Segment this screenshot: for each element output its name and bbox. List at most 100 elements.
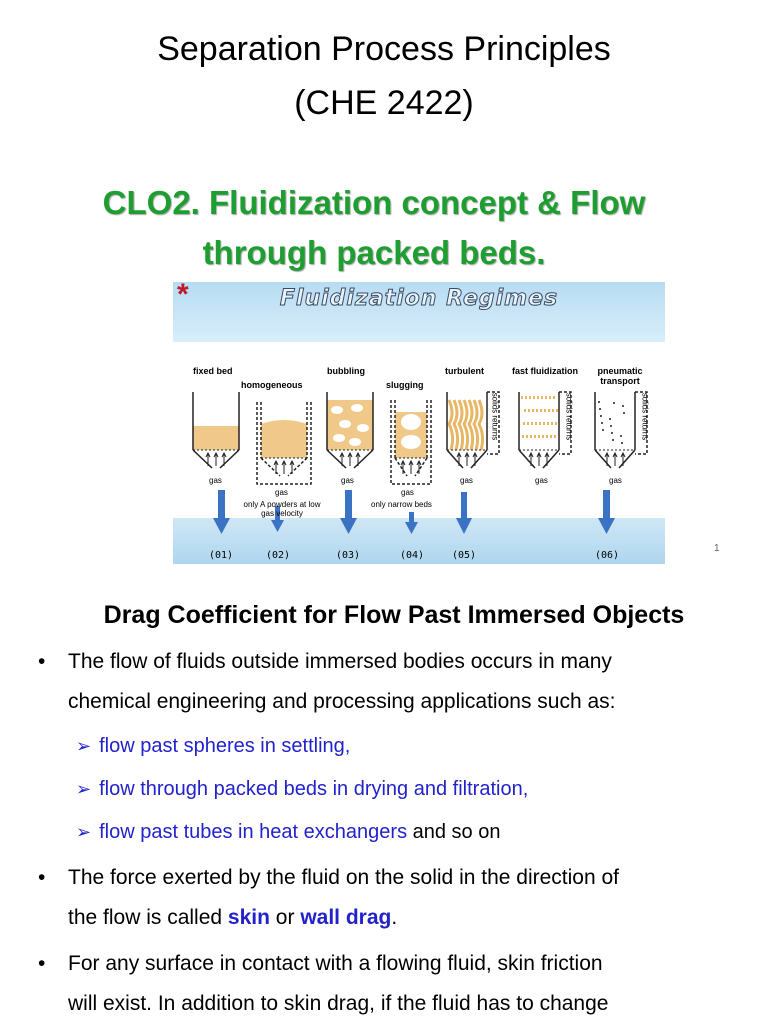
vessel-cone: [446, 449, 488, 469]
particle: [544, 409, 546, 412]
vessel-cone: [326, 449, 374, 469]
turbulent-streak: [447, 399, 455, 451]
particle: [536, 409, 538, 412]
particle: [524, 409, 526, 412]
particle: [550, 435, 552, 438]
gas-arrow-head: [347, 451, 353, 458]
bubble: [331, 406, 343, 414]
particle: [521, 396, 523, 399]
particle: [547, 422, 549, 425]
bullet-text-line: The force exerted by the fluid on the so…: [68, 866, 619, 889]
gas-arrow-head: [604, 451, 610, 458]
particle: [535, 422, 537, 425]
sub-bullet-item: ➢flow past spheres in settling,: [76, 731, 350, 761]
gas-label: gas: [535, 476, 548, 485]
gas-arrow-head: [408, 459, 414, 466]
gas-arrow-head: [339, 451, 345, 458]
flow-arrow: [275, 506, 280, 522]
particle: [531, 422, 533, 425]
note-homogeneous: only A powders at low gas velocity: [243, 500, 321, 518]
slide-number: 1: [714, 543, 720, 554]
gas-label: gas: [209, 476, 222, 485]
vessel-cone: [518, 449, 560, 469]
gas-arrow-head: [620, 451, 626, 458]
regime-number: (01): [208, 550, 234, 561]
particle: [543, 422, 545, 425]
gas-arrow-head: [221, 451, 227, 458]
particle: [600, 415, 602, 417]
particle: [598, 401, 600, 403]
particle: [613, 402, 615, 404]
regime-number: (03): [335, 550, 361, 561]
particle: [532, 409, 534, 412]
gas-arrow-head: [273, 459, 279, 466]
vessel-frame: [390, 400, 432, 485]
particle: [620, 435, 622, 437]
particle: [551, 422, 553, 425]
arrow-bullet-icon: ➢: [76, 822, 92, 842]
particle: [554, 435, 556, 438]
gas-label: gas: [401, 488, 414, 497]
gas-label: gas: [341, 476, 354, 485]
particle: [610, 425, 612, 427]
bullet-text-line: For any surface in contact with a flowin…: [68, 952, 603, 975]
flow-arrow-head: [271, 520, 284, 532]
gas-arrow-head: [281, 459, 287, 466]
course-code: (CHE 2422): [294, 84, 474, 122]
page-title: Separation Process Principles: [157, 30, 611, 68]
particle: [537, 396, 539, 399]
clo-heading-line2: through packed beds.: [202, 234, 546, 271]
arrow-bullet-icon: ➢: [76, 779, 92, 799]
flow-arrow-head: [405, 522, 418, 534]
particle: [540, 409, 542, 412]
slug: [401, 435, 421, 449]
flow-arrow: [218, 490, 225, 520]
gas-arrow-head: [472, 451, 478, 458]
particle: [556, 409, 558, 412]
turbulent-streak: [462, 399, 470, 451]
flow-arrow: [409, 512, 414, 524]
gas-arrow-head: [205, 451, 211, 458]
bullet-text-line: chemical engineering and processing appl…: [68, 690, 616, 713]
bullet-text-line: The flow of fluids outside immersed bodi…: [68, 650, 612, 673]
particle: [601, 422, 603, 424]
particle: [553, 396, 555, 399]
sub-bullet-suffix: and so on: [412, 821, 501, 843]
particle: [611, 432, 613, 434]
regime-label-turbulent: turbulent: [445, 366, 484, 376]
gas-arrow-head: [536, 451, 542, 458]
gas-label: gas: [609, 476, 622, 485]
section-heading: Drag Coefficient for Flow Past Immersed …: [103, 601, 685, 629]
vessel-cone: [594, 449, 636, 469]
vessel-cone: [394, 457, 428, 477]
vessel-cone: [260, 457, 308, 477]
asterisk-mark: *: [177, 282, 189, 311]
gas-arrow-head: [464, 451, 470, 458]
particle: [527, 422, 529, 425]
term-wall-drag: wall drag: [300, 906, 392, 929]
regime-label-fixed-bed: fixed bed: [193, 366, 233, 376]
arrow-bullet-icon: ➢: [76, 736, 92, 756]
particle: [546, 435, 548, 438]
particle: [549, 396, 551, 399]
regimes-diagram: [192, 391, 648, 534]
clo-heading-line1: CLO2. Fluidization concept & Flow: [102, 184, 646, 221]
flow-arrow: [603, 490, 610, 520]
gas-arrow-head: [289, 459, 295, 466]
particle: [538, 435, 540, 438]
solids-return-loop: [487, 391, 500, 455]
term-skin: skin: [227, 906, 270, 929]
particle: [530, 435, 532, 438]
note-slugging: only narrow beds: [371, 500, 432, 509]
gas-arrow-head: [400, 459, 406, 466]
particle: [552, 409, 554, 412]
turbulent-streak: [472, 399, 480, 451]
gas-arrow-head: [355, 451, 361, 458]
gas-label: gas: [460, 476, 473, 485]
figure-title: Fluidization Regimes: [279, 286, 559, 312]
solids-returns-label: solids returns: [564, 392, 574, 441]
regime-number: (02): [265, 550, 291, 561]
regime-number: (06): [594, 550, 620, 561]
regime-label-bubbling: bubbling: [327, 366, 365, 376]
regime-number: (04): [399, 550, 425, 561]
